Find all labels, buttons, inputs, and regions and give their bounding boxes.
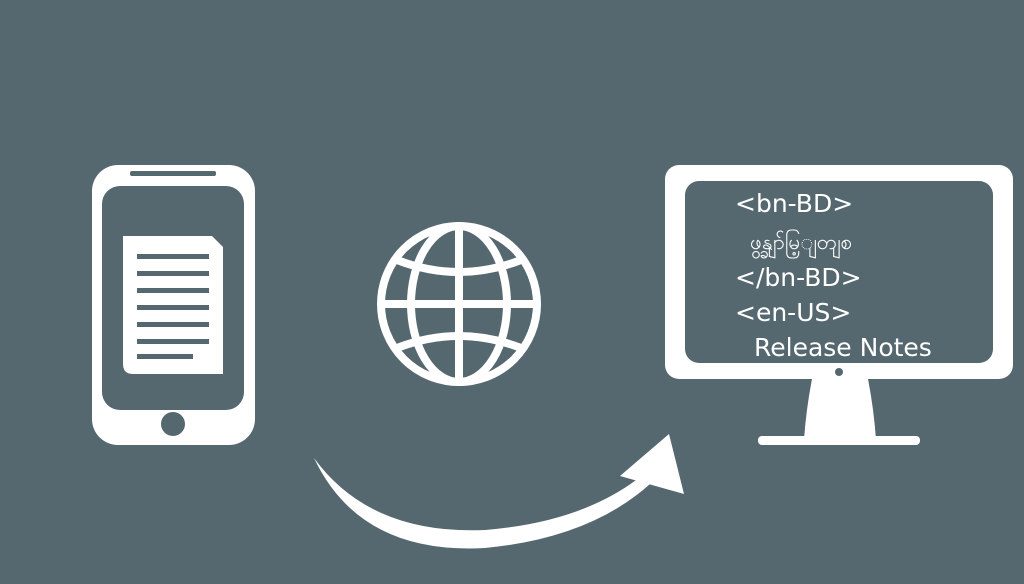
phone-home-button [161, 412, 185, 436]
monitor-line-bn-close: </bn-BD> [735, 263, 862, 292]
arrow-head [620, 434, 684, 494]
monitor-line-bn-text: ဖွန္ချာ်မြ့ျတျစ [750, 230, 853, 254]
phone-speaker [130, 171, 216, 176]
document-lines-icon [137, 254, 209, 359]
monitor-line-en-text: Release Notes [754, 333, 932, 362]
monitor-screen [685, 181, 993, 363]
monitor-base [758, 436, 920, 445]
monitor-power-dot [835, 368, 843, 376]
monitor-line-en-open: <en-US> [735, 298, 852, 327]
monitor-line-bn-open: <bn-BD> [735, 189, 854, 218]
arrow-shaft [314, 458, 650, 549]
monitor-stand [804, 379, 876, 440]
